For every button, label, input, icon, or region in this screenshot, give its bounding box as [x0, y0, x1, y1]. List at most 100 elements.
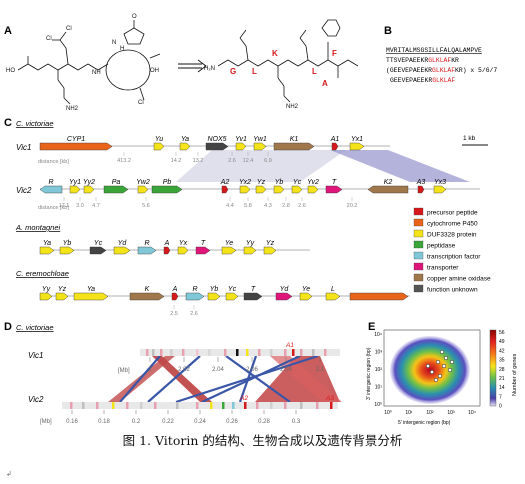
gene-label: CYP1	[67, 136, 85, 143]
gene-arrow	[291, 185, 303, 194]
gene-label: R	[144, 240, 149, 247]
gene-point	[425, 363, 431, 369]
gene-point	[429, 369, 435, 375]
gene-arrow	[235, 142, 247, 151]
residue-l2: L	[312, 67, 317, 76]
gene-arrow	[225, 292, 239, 301]
gene-arrow	[39, 292, 53, 301]
gene-label: Ya	[181, 136, 189, 143]
gene-point	[439, 349, 445, 355]
gene-label: T	[251, 286, 256, 293]
precursor-sequence: MVRITALMSGSILLFALQALAMPVE TTSVEPAEEKRGLK…	[386, 47, 497, 84]
legend-label: peptidase	[427, 243, 456, 250]
vic1-distance-label: distance [kb]	[38, 159, 69, 165]
gene-arrow	[273, 142, 315, 151]
gene-label: A2	[220, 179, 230, 186]
synteny-ribbons	[108, 354, 342, 404]
gene-label: Yw1	[253, 136, 267, 143]
axis-tick: 0.26	[226, 419, 238, 425]
ribbon-blue-2	[147, 355, 201, 403]
distance-value: 2.5	[170, 311, 178, 317]
gene-label: R	[192, 286, 197, 293]
gene-point	[437, 373, 443, 379]
gene-arrow	[307, 185, 319, 194]
axis-tick: 0.22	[162, 419, 174, 425]
gene-arrow	[433, 185, 447, 194]
label-d-vic2: Vic2	[28, 395, 44, 404]
gene-arrow	[137, 246, 157, 255]
label-vic1: Vic1	[16, 143, 31, 152]
gene-label: Yd	[118, 240, 128, 247]
gene-label: T	[201, 240, 206, 247]
y-tick: 10²	[375, 367, 383, 373]
gene-label: Yv2	[307, 179, 319, 186]
residue-f: F	[332, 49, 337, 58]
distance-value: 6.9	[264, 158, 272, 164]
gene-arrow	[177, 246, 189, 255]
gene-label: Yy2	[83, 179, 95, 186]
gene-arrow	[89, 246, 107, 255]
gene-arrow	[113, 246, 131, 255]
signal-peptide: MVRITALMSGSILLFALQALAMPVE	[386, 47, 482, 54]
gene-label: Yy	[246, 240, 255, 247]
axis-tick: 0.28	[258, 419, 270, 425]
gene-arrow	[273, 185, 285, 194]
gene-arrow	[163, 246, 171, 255]
legend-swatch	[413, 229, 424, 238]
atom-n: N	[112, 40, 116, 46]
atom-oh: OH	[150, 68, 159, 74]
species-c-eremochloae: C. eremochloae	[16, 269, 69, 278]
colorbar-label: Number of genes	[512, 354, 518, 396]
gene-label: NOX5	[207, 136, 226, 143]
colorbar-tick: 7	[499, 394, 502, 400]
gene-label: Yb	[275, 179, 284, 186]
gene-arrow	[195, 246, 211, 255]
paragraph-mark: ↲	[6, 471, 12, 478]
gene-label: K1	[290, 136, 299, 143]
species-d-c-victoriae: C. victoriae	[16, 323, 54, 332]
atom-cl-3: Cl	[138, 100, 144, 106]
axis-tick: 2.06	[246, 367, 258, 373]
atom-nh2-a: NH2	[66, 106, 79, 112]
atom-h2n: H₂N	[204, 66, 215, 72]
gene-label: Yz	[58, 286, 67, 293]
x-tick: 10²	[426, 410, 434, 416]
density-blob	[390, 336, 470, 404]
residue-k: K	[272, 49, 278, 58]
seq-line-2: TTSVEPAEEKRGLKLAFKR	[386, 57, 459, 64]
ribbon-red-4	[270, 356, 342, 402]
gene-arrow	[39, 185, 63, 194]
gene-arrow	[69, 185, 81, 194]
vic1-mb-label: [Mb]	[118, 368, 130, 374]
gene-arrow	[129, 292, 165, 301]
gene-arrow	[253, 142, 267, 151]
axis-tick: 0.16	[66, 419, 78, 425]
gene-label: A1	[330, 136, 340, 143]
label-vic2: Vic2	[16, 186, 32, 195]
residue-g: G	[230, 67, 236, 76]
gene-label: K	[145, 286, 150, 293]
gene-arrow	[221, 185, 229, 194]
synteny-band-1	[176, 150, 346, 182]
distance-value: 2.8	[282, 203, 290, 209]
distance-value: 13.2	[193, 158, 204, 164]
gene-label: Yy1	[69, 179, 81, 186]
gene-arrow	[153, 142, 165, 151]
gene-arrow	[299, 292, 313, 301]
gene-label: Pb	[163, 179, 172, 186]
gene-arrow	[171, 292, 179, 301]
gene-arrow	[417, 185, 425, 194]
distance-value: 20.2	[347, 203, 358, 209]
legend-swatch	[413, 273, 424, 282]
legend-swatch	[413, 240, 424, 249]
ribbon-red-1	[152, 356, 212, 402]
distance-value: 3.0	[76, 203, 84, 209]
axis-tick: 0.2	[132, 419, 141, 425]
gene-arrow	[103, 185, 129, 194]
